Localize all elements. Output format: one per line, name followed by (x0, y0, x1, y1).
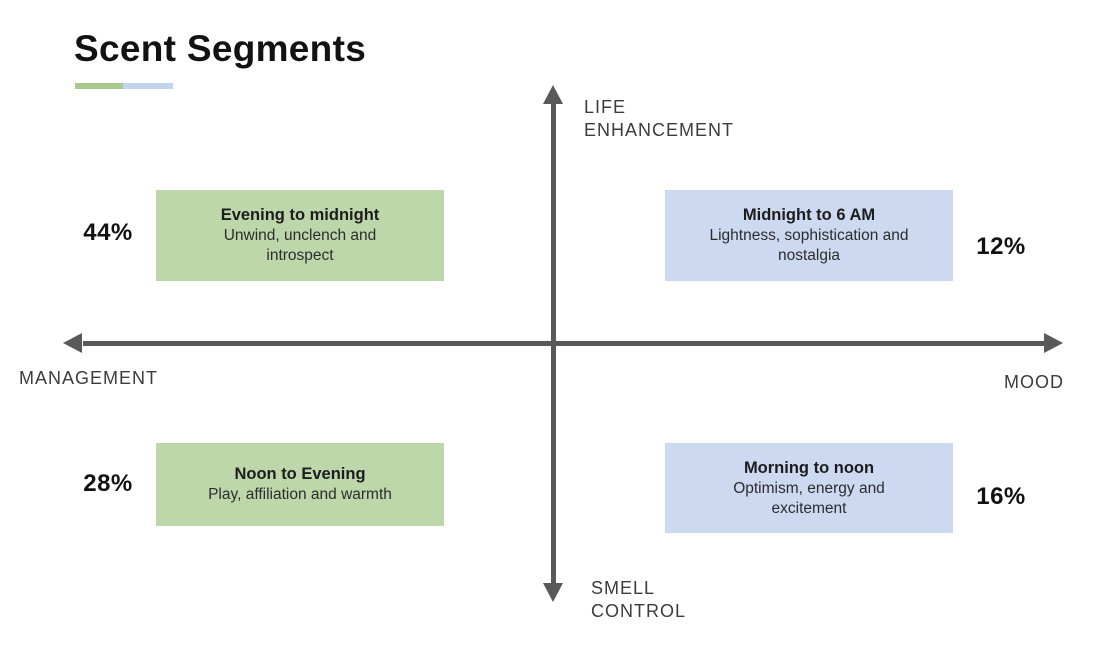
axis-label-life-enhancement: LIFE ENHANCEMENT (584, 97, 735, 140)
axis-label-mood: MOOD (1004, 372, 1064, 392)
percent-label-morning-to-noon: 16% (976, 483, 1026, 510)
arrow-up-icon (543, 85, 563, 104)
quadrant-title: Morning to noon (743, 458, 875, 477)
quadrant-title: Midnight to 6 AM (742, 206, 876, 224)
quadrant-description: Optimism, energy and excitement (733, 479, 885, 517)
quadrant-box-evening-to-midnight: Evening to midnight Unwind, unclench and… (156, 190, 444, 281)
arrow-left-icon (63, 333, 82, 353)
quadrant-title: Noon to Evening (234, 465, 366, 483)
title-underline (75, 83, 173, 89)
underline-green-segment (75, 83, 123, 89)
quadrant-description: Unwind, unclench and introspect (223, 227, 377, 264)
arrow-right-icon (1044, 333, 1063, 353)
quadrant-box-morning-to-noon: Morning to noon Optimism, energy and exc… (665, 443, 953, 533)
axis-label-management: MANAGEMENT (19, 368, 159, 388)
arrow-down-icon (543, 583, 563, 602)
percent-label-evening-to-midnight: 44% (83, 219, 133, 246)
quadrant-box-noon-to-evening: Noon to Evening Play, affiliation and wa… (156, 443, 444, 526)
percent-label-noon-to-evening: 28% (83, 470, 133, 497)
percent-label-midnight-to-6am: 12% (976, 233, 1026, 260)
quadrant-description: Play, affiliation and warmth (208, 486, 392, 503)
quadrant-box-midnight-to-6am: Midnight to 6 AM Lightness, sophisticati… (665, 190, 953, 281)
quadrant-description: Lightness, sophistication and nostalgia (709, 227, 909, 264)
horizontal-axis-line (83, 341, 1044, 346)
underline-blue-segment (123, 83, 173, 89)
axis-label-smell-control: SMELL CONTROL (591, 578, 687, 621)
quadrant-title: Evening to midnight (220, 206, 380, 224)
page-title: Scent Segments (74, 28, 367, 69)
